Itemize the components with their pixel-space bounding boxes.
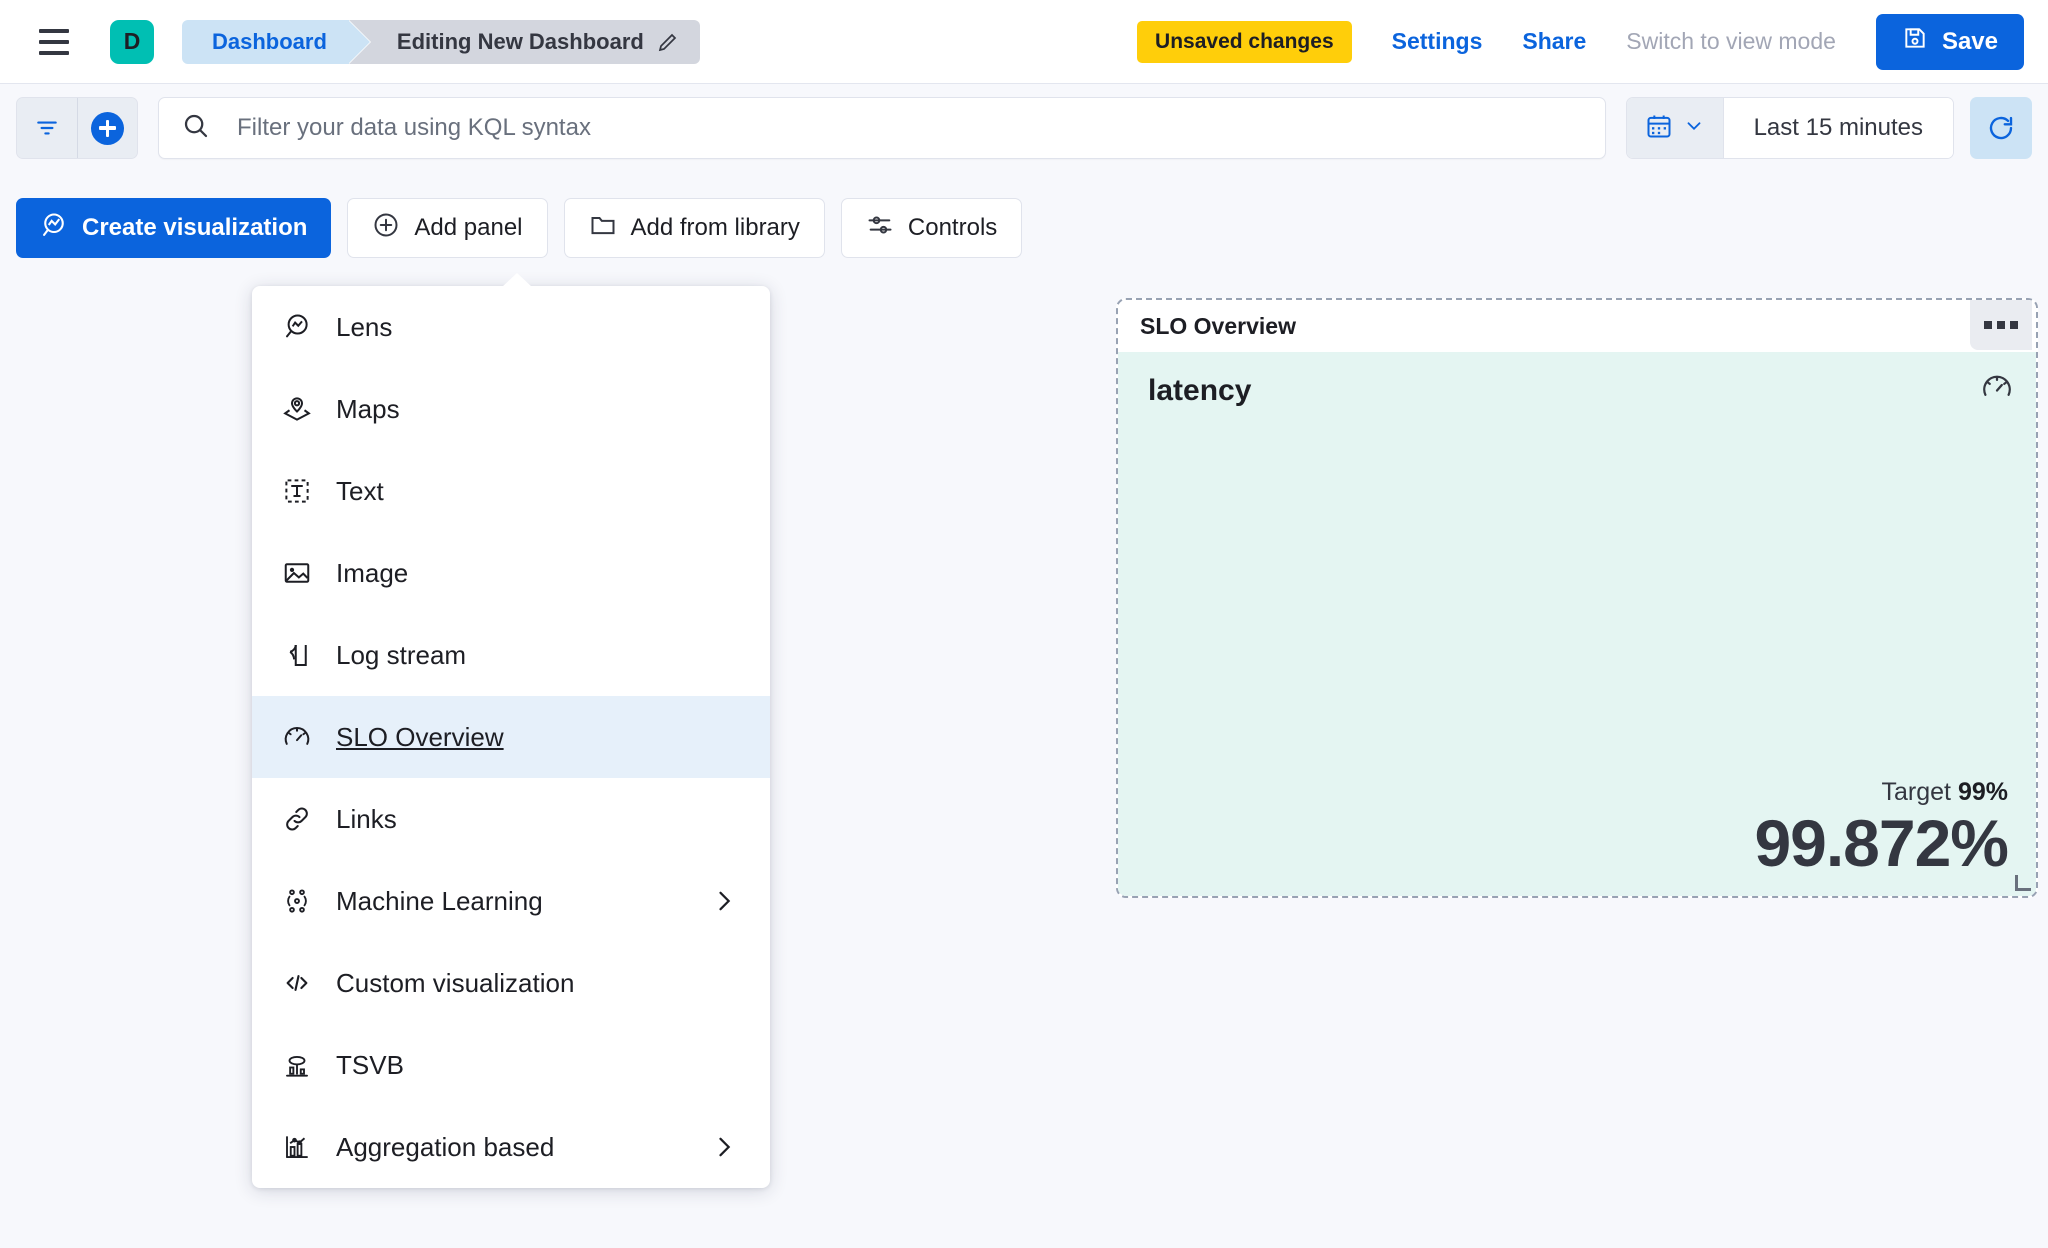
add-from-library-button[interactable]: Add from library — [563, 198, 825, 258]
add-panel-button[interactable]: Add panel — [347, 198, 548, 258]
agg-chart-icon — [280, 1130, 314, 1164]
slo-metric-name: latency — [1148, 374, 1252, 407]
menu-item-label: Aggregation based — [336, 1131, 555, 1162]
menu-item-label: Image — [336, 557, 409, 588]
slo-target-label: Target — [1881, 777, 1951, 806]
share-link[interactable]: Share — [1522, 28, 1587, 54]
menu-item-custom-visualization[interactable]: Custom visualization — [252, 942, 770, 1024]
save-disk-icon — [1902, 25, 1928, 58]
more-horizontal-icon[interactable] — [1970, 300, 2032, 350]
chevron-down-icon — [1683, 115, 1705, 142]
slo-target-value: 99% — [1957, 777, 2008, 806]
menu-item-log-stream[interactable]: Log stream — [252, 614, 770, 696]
avatar-letter: D — [123, 28, 141, 54]
switch-to-view-mode-link[interactable]: Switch to view mode — [1626, 28, 1836, 54]
panel-body: latency Target 99% 99.872% — [1118, 352, 2036, 896]
save-button[interactable]: Save — [1875, 13, 2024, 70]
slo-summary: Target 99% 99.872% — [1754, 778, 2009, 880]
plus-circle-outline-icon — [372, 211, 400, 246]
breadcrumb-current[interactable]: Editing New Dashboard — [348, 19, 700, 64]
menu-item-label: SLO Overview — [336, 721, 504, 752]
maps-icon — [280, 392, 314, 426]
search-input[interactable]: Filter your data using KQL syntax — [158, 97, 1606, 159]
menu-arrow — [502, 273, 532, 287]
breadcrumb-dashboard[interactable]: Dashboard — [182, 19, 370, 64]
controls-button[interactable]: Controls — [840, 198, 1023, 258]
refresh-icon[interactable] — [1970, 97, 2032, 159]
hamburger-icon[interactable] — [32, 20, 76, 64]
create-visualization-button[interactable]: Create visualization — [16, 198, 332, 258]
breadcrumb: Dashboard Editing New Dashboard — [182, 19, 700, 64]
code-icon — [280, 966, 314, 1000]
ml-icon — [280, 884, 314, 918]
controls-sliders-icon — [866, 211, 894, 246]
menu-item-machine-learning[interactable]: Machine Learning — [252, 860, 770, 942]
avatar[interactable]: D — [110, 19, 154, 64]
save-button-label: Save — [1941, 27, 1998, 55]
text-icon — [280, 474, 314, 508]
folder-icon — [589, 211, 617, 246]
menu-item-tsvb[interactable]: TSVB — [252, 1024, 770, 1106]
calendar-quick-select-button[interactable] — [1626, 98, 1724, 158]
image-icon — [280, 556, 314, 590]
menu-item-label: TSVB — [336, 1049, 404, 1080]
calendar-icon — [1645, 112, 1673, 145]
menu-item-label: Maps — [336, 393, 400, 424]
query-bar: Filter your data using KQL syntax — [0, 84, 2048, 172]
panel-header: SLO Overview — [1118, 300, 2036, 352]
menu-item-maps[interactable]: Maps — [252, 368, 770, 450]
lens-icon — [280, 310, 314, 344]
menu-item-slo-overview[interactable]: SLO Overview — [252, 696, 770, 778]
chevron-right-icon — [710, 1133, 738, 1161]
panel-title: SLO Overview — [1140, 312, 1296, 339]
gauge-icon — [280, 720, 314, 754]
plus-circle-icon — [91, 111, 124, 145]
lens-icon — [40, 211, 68, 246]
slo-overview-panel[interactable]: SLO Overview latency Target 99% 99.872% — [1116, 298, 2038, 898]
menu-item-label: Machine Learning — [336, 885, 543, 916]
settings-link[interactable]: Settings — [1391, 28, 1483, 54]
search-icon — [181, 111, 211, 146]
add-filter-button[interactable] — [77, 98, 137, 158]
status-badge-unsaved[interactable]: Unsaved changes — [1137, 20, 1352, 63]
add-from-library-label: Add from library — [630, 214, 800, 241]
menu-item-label: Custom visualization — [336, 967, 575, 998]
menu-item-label: Lens — [336, 311, 393, 342]
slo-target: Target 99% — [1754, 778, 2008, 807]
menu-item-aggregation-based[interactable]: Aggregation based — [252, 1106, 770, 1188]
dashboard-toolbar: Create visualization Add panel Add from … — [16, 198, 1023, 258]
filter-controls — [16, 97, 138, 159]
create-visualization-label: Create visualization — [82, 214, 308, 241]
chevron-right-icon — [710, 887, 738, 915]
menu-item-text[interactable]: Text — [252, 450, 770, 532]
app-header: D Dashboard Editing New Dashboard Unsave… — [0, 0, 2048, 84]
menu-item-lens[interactable]: Lens — [252, 286, 770, 368]
link-icon — [280, 802, 314, 836]
menu-item-image[interactable]: Image — [252, 532, 770, 614]
menu-item-label: Text — [336, 475, 384, 506]
log-stream-icon — [280, 638, 314, 672]
gauge-icon — [1980, 370, 2014, 409]
header-actions: Unsaved changes Settings Share Switch to… — [1137, 13, 2024, 70]
menu-item-label: Log stream — [336, 639, 467, 670]
slo-sli-value: 99.872% — [1754, 805, 2009, 880]
time-range-value[interactable]: Last 15 minutes — [1723, 98, 1953, 158]
add-panel-menu: Lens Maps Text — [252, 273, 770, 1188]
panel-resize-handle[interactable] — [2015, 875, 2031, 891]
add-panel-label: Add panel — [414, 214, 523, 241]
search-placeholder: Filter your data using KQL syntax — [237, 114, 591, 141]
tsvb-icon — [280, 1048, 314, 1082]
pencil-icon[interactable] — [656, 30, 680, 54]
controls-label: Controls — [907, 214, 998, 241]
menu-item-label: Links — [336, 803, 397, 834]
date-picker: Last 15 minutes — [1625, 97, 1954, 159]
menu-item-links[interactable]: Links — [252, 778, 770, 860]
filter-icon[interactable] — [17, 98, 77, 158]
